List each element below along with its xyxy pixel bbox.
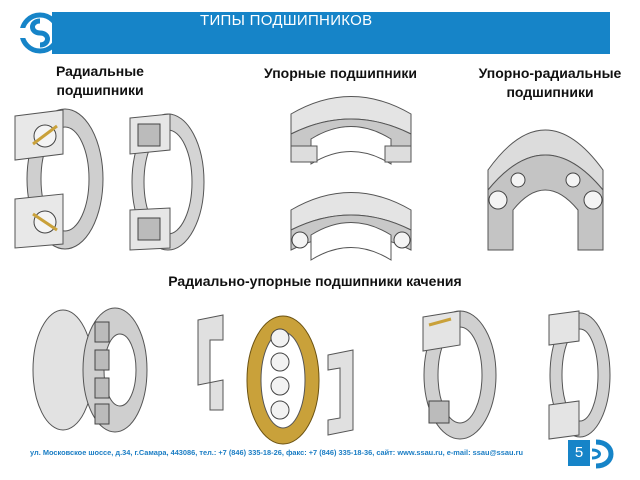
label-thrust-radial-line2: подшипники (506, 84, 594, 100)
label-thrust-radial-bearings: Упорно-радиальные подшипники (465, 64, 635, 102)
slide-title: ТИПЫ ПОДШИПНИКОВ (200, 12, 373, 29)
radial-roller-bearing-image (129, 113, 205, 251)
footer-contacts: ул. Московское шоссе, д.34, г.Самара, 44… (30, 448, 523, 457)
thrust-bearing-bottom-image (290, 192, 412, 261)
angular-contact-roller-bearing-image (422, 310, 497, 440)
page-number: 5 (568, 440, 590, 466)
university-logo-small-icon (591, 439, 614, 469)
header-bar (52, 12, 610, 54)
label-radial-line2: подшипники (56, 82, 144, 98)
angular-contact-ball-bearing-exploded-image (197, 314, 354, 445)
thrust-bearing-top-image (290, 96, 412, 165)
label-thrust-radial-line1: Упорно-радиальные (478, 65, 622, 81)
label-radial-thrust-bearings: Радиально-упорные подшипники качения (168, 273, 462, 289)
double-row-angular-bearing-image (548, 310, 611, 440)
radial-ball-bearing-image (14, 108, 104, 250)
university-logo-icon (20, 12, 60, 54)
tapered-roller-bearing-image (32, 307, 148, 433)
label-radial-line1: Радиальные (56, 63, 144, 79)
thrust-radial-bearing-image (487, 129, 604, 251)
label-thrust-bearings: Упорные подшипники (264, 65, 417, 81)
label-radial-bearings: Радиальные подшипники (40, 62, 160, 100)
